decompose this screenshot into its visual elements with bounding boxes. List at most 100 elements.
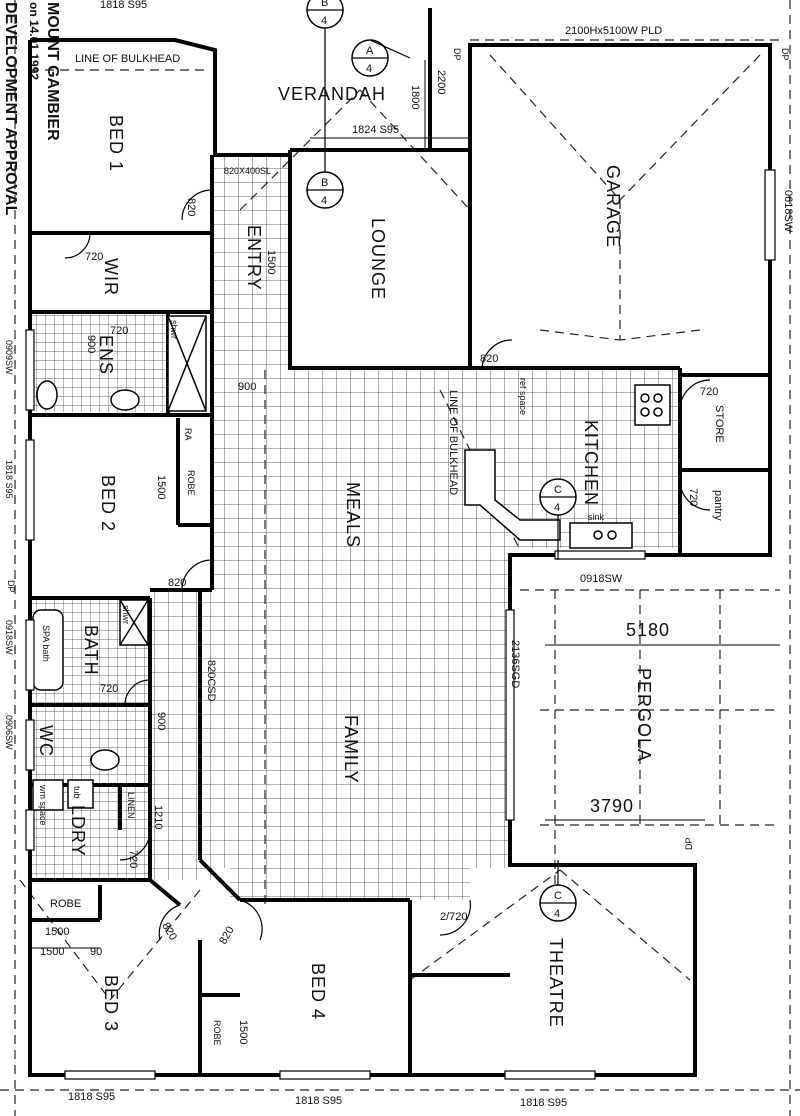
room-linen: LINEN xyxy=(126,792,136,819)
dimension-lines xyxy=(30,60,780,949)
note-tub: tub xyxy=(72,786,82,799)
note-ref-space: ref space xyxy=(518,378,528,415)
dim-2136sgd: 2136SGD xyxy=(509,640,521,688)
dim-top-cut: 1818 S95 xyxy=(100,0,147,11)
note-robe-bed2: ROBE xyxy=(186,470,196,496)
section-marker-c-theatre: C 4 xyxy=(539,860,577,922)
room-lounge: LOUNGE xyxy=(368,218,388,300)
note-dp-2: DP xyxy=(780,48,790,61)
dim-1210: 1210 xyxy=(152,805,164,829)
marker-num: 4 xyxy=(321,15,327,27)
dim-kitchen-window: 0918SW xyxy=(580,573,623,585)
dim-820csd: 820CSD xyxy=(205,660,217,702)
room-entry: ENTRY xyxy=(244,225,264,291)
room-bath: BATH xyxy=(81,625,101,676)
section-marker-c-kitchen: C 4 xyxy=(539,478,577,560)
note-shwr-ens: shwr xyxy=(169,320,179,339)
note-dp-4: DP xyxy=(684,837,694,850)
dim-bottom-window-1: 1818 S95 xyxy=(68,1091,115,1103)
notes: LINE OF BULKHEAD LINE OF BULKHEAD 2100Hx… xyxy=(6,25,790,1046)
marker-letter: C xyxy=(554,890,562,902)
note-bulkhead-meals: LINE OF BULKHEAD xyxy=(447,390,459,495)
note-ra: RA xyxy=(183,428,193,441)
dim-820-bed1: 820 xyxy=(185,198,197,216)
note-wm-space: wm space xyxy=(38,784,48,826)
note-robe-bed3: ROBE xyxy=(50,898,81,910)
marker-num: 4 xyxy=(554,502,560,514)
room-kitchen: KITCHEN xyxy=(581,420,601,506)
marker-num: 4 xyxy=(321,195,327,207)
room-garage: GARAGE xyxy=(603,165,623,248)
dim-900-ens: 900 xyxy=(85,335,97,353)
section-marker-a: A 4 xyxy=(351,39,411,77)
dim-820-bed2: 820 xyxy=(168,577,186,589)
dim-720-pantry: 720 xyxy=(687,488,699,506)
dim-1500-bed3b: 1500 xyxy=(40,946,64,958)
dim-1500-entry: 1500 xyxy=(265,250,277,274)
dim-720-ens: 720 xyxy=(110,325,128,337)
marker-letter: B xyxy=(321,177,328,189)
note-bulkhead-top: LINE OF BULKHEAD xyxy=(75,53,180,65)
dim-720-wir: 720 xyxy=(85,251,103,263)
note-dp-3: DP xyxy=(6,580,16,593)
dim-bottom-window-2: 1818 S95 xyxy=(295,1095,342,1107)
dim-900-entry: 900 xyxy=(238,381,256,393)
dim-left-window-3: 0918SW xyxy=(4,620,14,655)
dim-3790: 3790 xyxy=(590,796,634,816)
dim-left-window-1: 0909SW xyxy=(4,340,14,375)
room-pantry: pantry xyxy=(712,490,724,521)
dim-left-window-2: 1818 S95 xyxy=(4,460,14,499)
dim-5180: 5180 xyxy=(626,620,670,640)
room-wir: WIR xyxy=(101,258,121,296)
dim-2120: 2/720 xyxy=(440,911,468,923)
windows xyxy=(25,169,776,1080)
room-ldry: LDRY xyxy=(68,805,88,857)
fixtures xyxy=(32,315,207,811)
approval-stamp: MOUNT GAMBIER on 14.01.1992 DEVELOPMENT … xyxy=(2,2,61,216)
dim-1500-bed3: 1500 xyxy=(45,926,69,938)
section-marker-b-top: B 4 xyxy=(306,0,344,29)
dim-90-bed3: 90 xyxy=(90,946,102,958)
note-robe-bed4: ROBE xyxy=(212,1020,222,1046)
room-bed4: BED 4 xyxy=(308,963,328,1020)
room-bed1: BED 1 xyxy=(106,115,126,172)
kitchen-counter xyxy=(464,384,671,549)
room-family: FAMILY xyxy=(341,715,361,784)
room-meals: MEALS xyxy=(343,482,363,548)
dim-720-ldry: 720 xyxy=(127,850,139,868)
dim-garage-window: 0618SW xyxy=(782,190,794,233)
marker-num: 4 xyxy=(554,908,560,920)
room-theatre: THEATRE xyxy=(546,938,566,1028)
marker-letter: C xyxy=(554,484,562,496)
room-bed3: BED 3 xyxy=(101,975,121,1032)
dim-820-garage: 820 xyxy=(480,353,498,365)
section-marker-b-entry: B 4 xyxy=(306,28,344,209)
dim-720-bath: 720 xyxy=(100,683,118,695)
note-dp-1: DP xyxy=(452,48,462,61)
dim-1500-bed4: 1500 xyxy=(237,1020,249,1044)
room-labels: BED 1 VERANDAH ENTRY LOUNGE GARAGE WIR E… xyxy=(36,84,725,1032)
dim-720-store: 720 xyxy=(700,386,718,398)
note-garage-door: 2100Hx5100W PLD xyxy=(565,25,662,37)
dim-1500-bed2: 1500 xyxy=(155,475,167,499)
dim-left-window-4: 0906SW xyxy=(4,715,14,750)
door-swings xyxy=(64,189,711,941)
note-sink: sink xyxy=(588,512,605,522)
dim-1800: 1800 xyxy=(409,85,421,109)
dim-820x400: 820X400SL xyxy=(224,166,271,176)
council-name: MOUNT GAMBIER xyxy=(44,2,61,141)
approval-text: DEVELOPMENT APPROVAL xyxy=(2,2,19,216)
note-spa-bath: SPA bath xyxy=(41,625,51,662)
dim-bottom-window-3: 1818 S95 xyxy=(520,1097,567,1109)
marker-letter: A xyxy=(366,45,374,57)
room-verandah: VERANDAH xyxy=(278,84,386,104)
note-shwr-bath: shwr xyxy=(121,605,131,624)
room-wc: WC xyxy=(36,725,56,757)
dim-900-mid: 900 xyxy=(155,712,167,730)
room-pergola: PERGOLA xyxy=(634,668,654,762)
tiled-floors xyxy=(28,155,682,900)
marker-letter: B xyxy=(321,0,328,9)
room-store: STORE xyxy=(713,405,725,443)
